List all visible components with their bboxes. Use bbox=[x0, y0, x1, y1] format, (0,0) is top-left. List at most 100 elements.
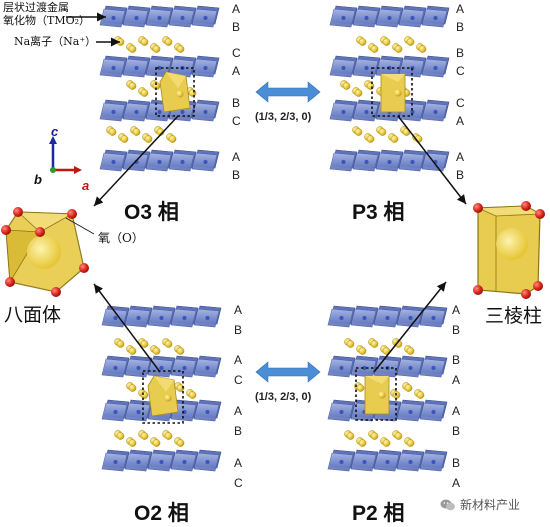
na-ion bbox=[382, 439, 391, 447]
large-prism bbox=[473, 201, 545, 299]
na-ion bbox=[176, 439, 185, 447]
stacking-letter: B bbox=[456, 46, 465, 60]
na-ion bbox=[382, 38, 391, 46]
stacking-letter: C bbox=[232, 46, 241, 60]
na-ion bbox=[358, 439, 367, 447]
oxygen-atom bbox=[67, 209, 77, 219]
stacking-letter: A bbox=[234, 303, 243, 317]
p3-highlight-prism bbox=[380, 73, 406, 113]
na-ion bbox=[132, 128, 141, 136]
na-ion-row bbox=[352, 126, 411, 136]
metal-atom bbox=[203, 109, 208, 115]
metal-atom bbox=[157, 159, 162, 165]
metal-atom bbox=[341, 15, 346, 21]
tmo2-layer bbox=[101, 449, 222, 472]
metal-atom bbox=[341, 159, 346, 165]
metal-atom bbox=[339, 409, 344, 415]
tmo2-label-line2: 氧化物（TMO₂） bbox=[3, 14, 91, 27]
octahedron-face bbox=[16, 211, 74, 233]
stacking-letter: A bbox=[456, 150, 465, 164]
octahedron-face bbox=[154, 376, 174, 392]
metal-atom bbox=[362, 459, 367, 465]
na-ion bbox=[108, 128, 117, 136]
na-ion bbox=[140, 340, 149, 348]
metal-atom bbox=[182, 365, 187, 371]
metal-atom bbox=[203, 159, 208, 165]
na-ion bbox=[188, 89, 197, 97]
axis-b bbox=[50, 167, 56, 173]
shift-arrow-bottom bbox=[255, 361, 321, 383]
metal-atom bbox=[431, 315, 436, 321]
oxygen-atom bbox=[521, 201, 531, 211]
oxygen-label: 氧（O） bbox=[98, 231, 144, 245]
na-ion bbox=[128, 45, 137, 53]
phase-title-o3: O3 相 bbox=[124, 201, 179, 224]
metal-atom bbox=[385, 315, 390, 321]
na-ion bbox=[370, 432, 379, 440]
na-ion-row bbox=[114, 36, 173, 46]
metal-atom bbox=[111, 159, 116, 165]
na-ion bbox=[394, 89, 402, 97]
tmo2-layer bbox=[329, 149, 450, 172]
na-ion bbox=[370, 45, 379, 53]
p3-highlight-box bbox=[371, 67, 413, 117]
na-ion-label: Na离子（Na⁺） bbox=[14, 35, 97, 48]
stacking-letter: B bbox=[456, 168, 465, 182]
metal-atom bbox=[387, 159, 392, 165]
metal-atom bbox=[113, 459, 118, 465]
metal-atom bbox=[111, 109, 116, 115]
stacking-letter: C bbox=[456, 96, 465, 110]
metal-atom bbox=[364, 65, 369, 71]
oxygen-atom bbox=[79, 263, 89, 273]
oxygen-atom bbox=[521, 289, 531, 299]
metal-atom bbox=[205, 315, 210, 321]
shift-arrow-body bbox=[255, 81, 321, 103]
na-ion-row bbox=[368, 43, 427, 53]
na-ion bbox=[354, 89, 363, 97]
na-ion bbox=[176, 347, 185, 355]
na-ion bbox=[128, 439, 137, 447]
na-ion-row bbox=[118, 133, 177, 143]
na-ion bbox=[140, 391, 149, 399]
metal-atom bbox=[339, 365, 344, 371]
na-ion bbox=[390, 135, 399, 143]
metal-atom bbox=[180, 15, 185, 21]
stacking-letter: C bbox=[234, 476, 243, 490]
metal-atom bbox=[136, 365, 141, 371]
stacking-letter: A bbox=[456, 114, 465, 128]
stacking-letter: B bbox=[232, 20, 241, 34]
stacking-letter: B bbox=[234, 424, 243, 438]
o3-highlight-box bbox=[155, 67, 195, 117]
metal-atom bbox=[433, 15, 438, 21]
metal-atom bbox=[203, 15, 208, 21]
na-ion bbox=[176, 45, 185, 53]
metal-atom bbox=[362, 365, 367, 371]
stacking-letter: B bbox=[456, 20, 465, 34]
tmo2-layer bbox=[101, 355, 222, 378]
oxygen-atom bbox=[473, 203, 483, 213]
na-ion-row bbox=[344, 430, 403, 440]
axis-c-head bbox=[49, 136, 57, 144]
na-ion bbox=[116, 340, 125, 348]
metal-atom bbox=[410, 15, 415, 21]
oxygen-atom bbox=[13, 207, 23, 217]
stacking-letter: A bbox=[232, 150, 241, 164]
stacking-letter: A bbox=[456, 2, 465, 16]
axis-a-label: a bbox=[82, 178, 90, 193]
stacking-letter: B bbox=[452, 353, 461, 367]
metal-atom bbox=[182, 315, 187, 321]
metal-atom bbox=[431, 459, 436, 465]
na-ion bbox=[416, 391, 425, 399]
na-ion-row bbox=[106, 126, 165, 136]
tmo2-layer bbox=[99, 55, 220, 78]
metal-atom bbox=[205, 409, 210, 415]
metal-atom bbox=[410, 159, 415, 165]
metal-atom bbox=[341, 65, 346, 71]
na-ion bbox=[120, 135, 129, 143]
tmo2-layer bbox=[329, 5, 450, 28]
metal-atom bbox=[362, 315, 367, 321]
stacking-letter: C bbox=[456, 64, 465, 78]
na-ion bbox=[378, 128, 387, 136]
o3-highlight-octahedron bbox=[159, 71, 191, 113]
stacking-letter: B bbox=[232, 96, 241, 110]
